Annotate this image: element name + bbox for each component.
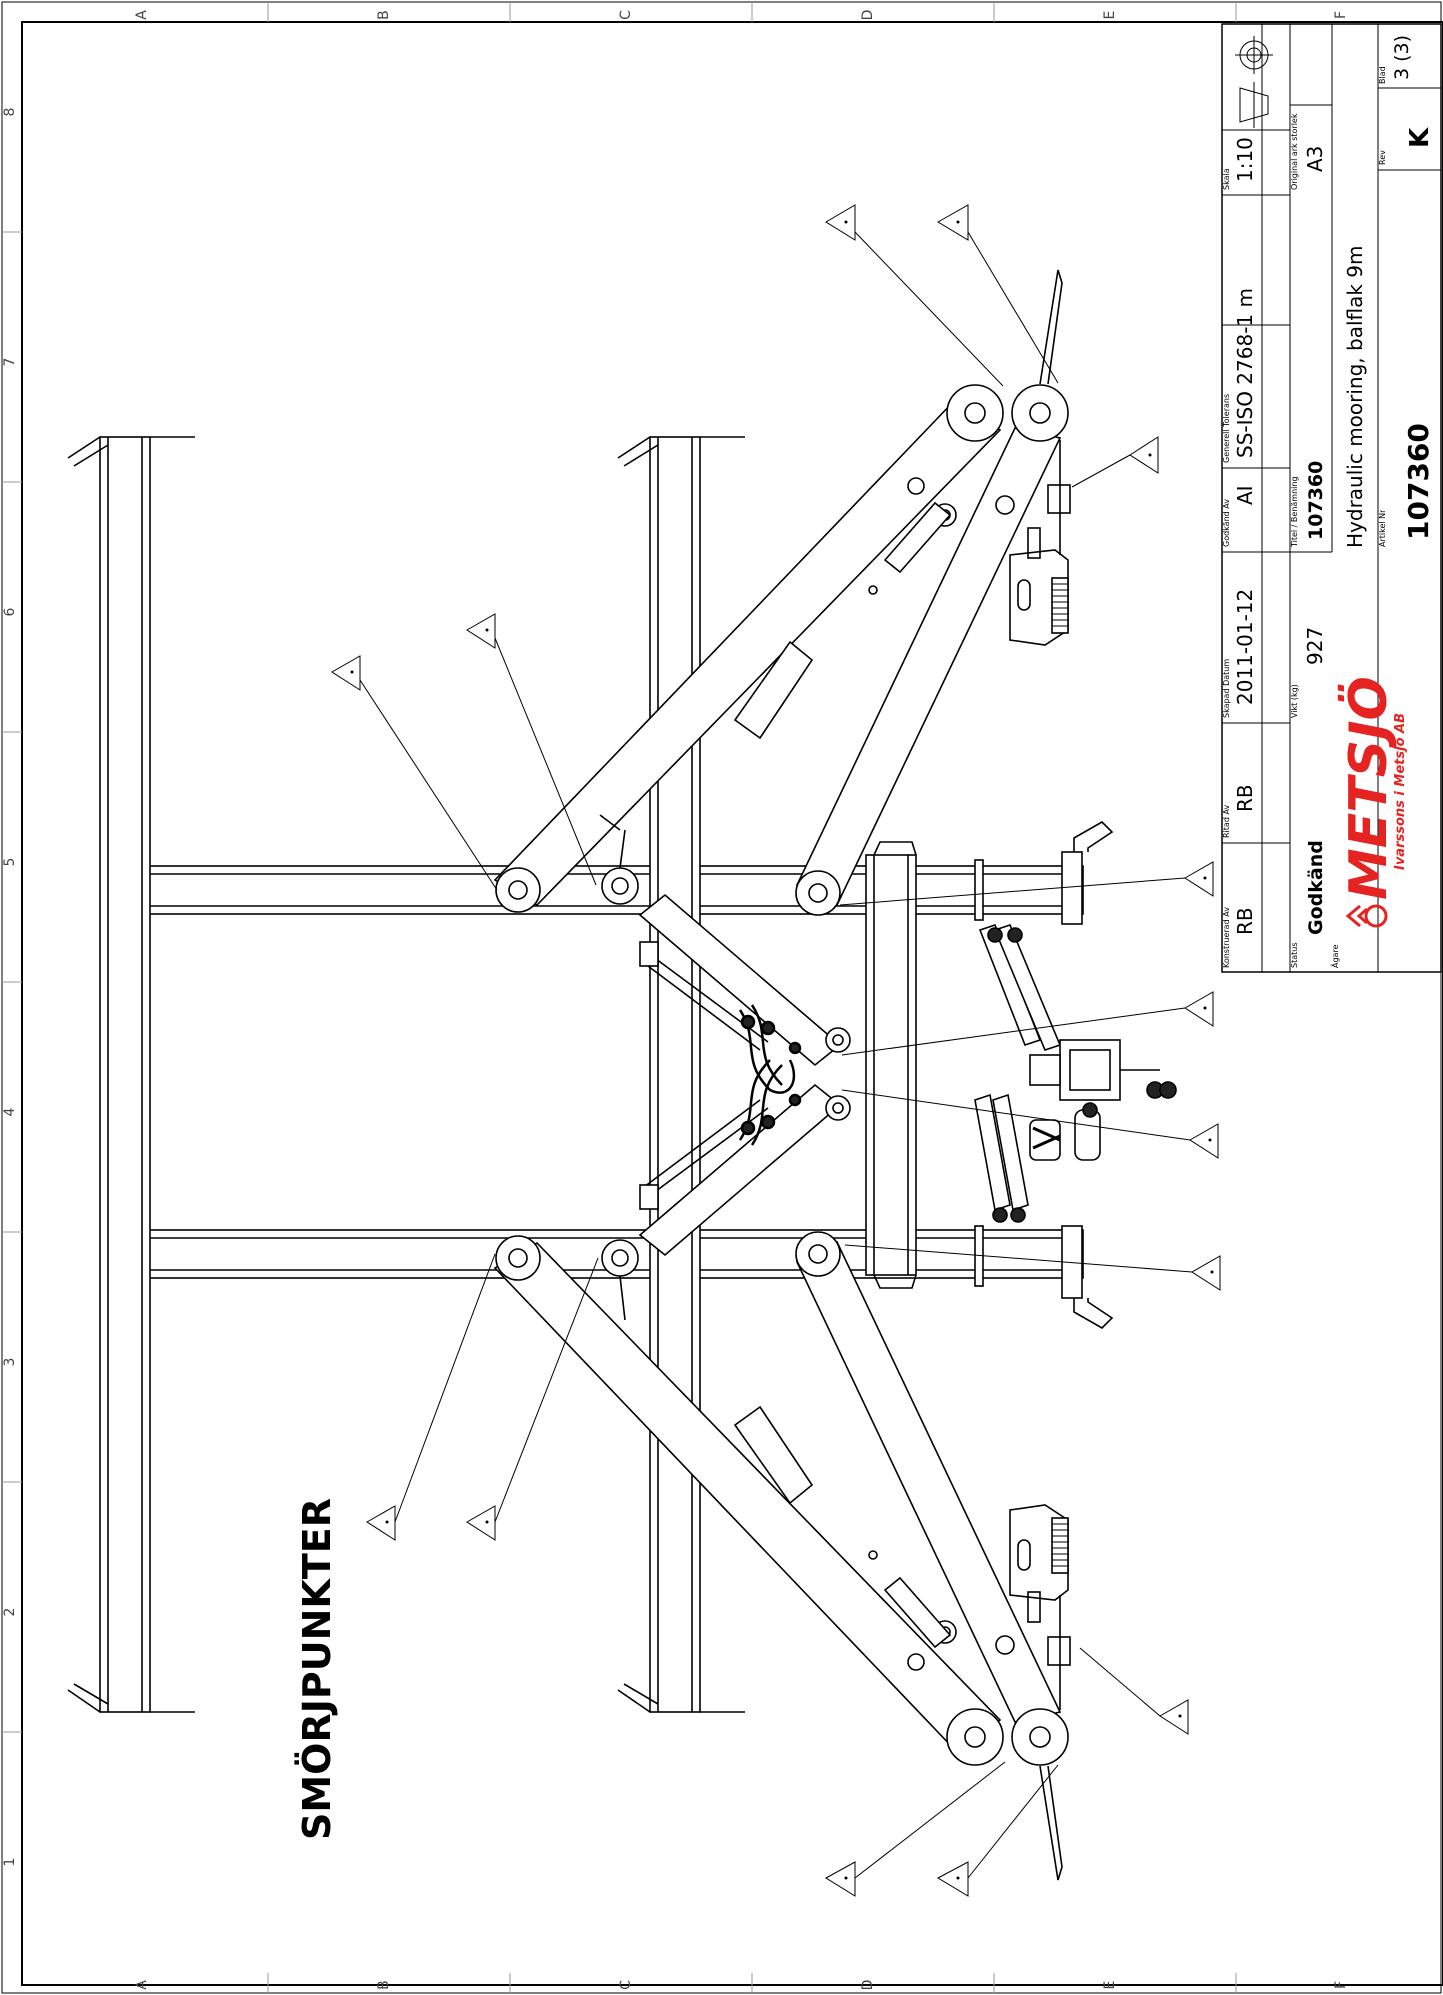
konstruerad-av-value: RB: [1233, 907, 1257, 935]
grid-letters-bottom: A B C D E F: [134, 1980, 1349, 1991]
lubrication-point-marker: [366, 1505, 396, 1541]
grid-letters-top: A B C D E F: [134, 10, 1349, 21]
sheet-inner-border: [21, 21, 1443, 1986]
grid-letter: A: [134, 10, 150, 20]
grid-letter: C: [618, 10, 634, 20]
vikt-value: 927: [1303, 627, 1327, 665]
lubrication-point-marker: [466, 1505, 496, 1541]
sheet-title: SMÖRJPUNKTER: [295, 1498, 339, 1840]
lubrication-point-marker: [1129, 436, 1159, 474]
cross-beam-left: [67, 436, 195, 1713]
grid-number: 2: [2, 1608, 18, 1617]
grid-number: 1: [2, 1858, 18, 1867]
lubrication-point-marker: [331, 655, 361, 691]
lubrication-point-marker: [937, 204, 969, 241]
ritad-av-label: Ritad Av: [1222, 805, 1231, 838]
grid-number: 7: [2, 358, 18, 367]
blad-value: 3 (3): [1391, 35, 1413, 80]
lower-arm-outer: [493, 1235, 1004, 1766]
konstruerad-av-label: Konstruerad Av: [1222, 907, 1231, 968]
upper-arm-inner: [601, 384, 1069, 916]
lubrication-point-marker: [1159, 1699, 1189, 1735]
grid-number: 3: [2, 1358, 18, 1367]
grid-letter: E: [1102, 1981, 1118, 1990]
artikel-label: Artikel Nr: [1378, 509, 1387, 547]
lubrication-point-marker: [1184, 861, 1214, 897]
skala-value: 1:10: [1233, 137, 1257, 182]
skapad-datum-label: Skapad Datum: [1222, 659, 1231, 718]
grid-letter: F: [1333, 1981, 1349, 1989]
projection-symbol-icon: [1235, 36, 1273, 128]
status-value: Godkänd: [1305, 840, 1327, 935]
lower-arm-inner: [601, 1231, 1069, 1766]
lubrication-point-marker: [825, 1861, 856, 1897]
status-label: Status: [1290, 943, 1299, 969]
lubrication-point-marker: [936, 1861, 969, 1897]
tolerans-label: Generell Tolerans: [1222, 394, 1231, 463]
lubrication-point-marker: [466, 613, 496, 649]
grid-letter: B: [376, 10, 392, 20]
original-value: A3: [1303, 146, 1327, 172]
grid-numbers-left: 8 7 6 5 4 3 2 1: [2, 108, 18, 1867]
grid-ticks: [2, 2, 1237, 1993]
godkand-av-label: Godkänd Av: [1222, 499, 1231, 547]
logo-subtext: Ivarssons i Metsjö AB: [1393, 713, 1408, 870]
lower-spring-bracket: [1009, 1504, 1071, 1881]
ritad-av-value: RB: [1233, 784, 1257, 812]
grid-number: 5: [2, 858, 18, 867]
grid-letter: D: [860, 10, 876, 21]
grid-letter: E: [1102, 11, 1118, 20]
grid-number: 4: [2, 1107, 18, 1116]
original-label: Original ark storlek: [1290, 113, 1299, 190]
drawbar-frame: [865, 821, 1114, 1329]
lubrication-point-marker: [1189, 1123, 1219, 1159]
lubrication-point-marker: [1191, 1255, 1221, 1291]
grid-number: 8: [2, 108, 18, 117]
grid-letter: A: [134, 1980, 150, 1990]
upper-arm-outer: [493, 384, 1004, 913]
grid-number: 6: [2, 607, 18, 616]
grid-letter: D: [860, 1980, 876, 1991]
titel-nr: 107360: [1305, 461, 1327, 540]
logo-text: METSJÖ: [1337, 676, 1399, 900]
lubrication-callouts: [331, 204, 1221, 1897]
skala-label: Skala: [1222, 168, 1231, 190]
logo-tree-icon: [1345, 904, 1388, 928]
valve-assembly: [974, 924, 1177, 1223]
skapad-datum-value: 2011-01-12: [1233, 589, 1257, 705]
company-logo: METSJÖ Ivarssons i Metsjö AB: [1337, 676, 1408, 928]
benamning-value: Hydraulic mooring, balflak 9m: [1343, 245, 1367, 548]
upper-spring-bracket: [1009, 269, 1071, 646]
title-block: Konstruerad Av RB Ritad Av RB Skapad Dat…: [1221, 23, 1442, 973]
blad-label: Blad: [1378, 66, 1387, 84]
godkand-av-value: AI: [1233, 485, 1257, 505]
mechanical-drawing: [67, 269, 1177, 1881]
cross-beam-middle: [617, 436, 745, 1713]
hydraulic-hoses: [738, 1004, 802, 1146]
grid-letter: C: [618, 1980, 634, 1990]
agare-label: Ägare: [1330, 944, 1340, 968]
tolerans-value: SS-ISO 2768-1 m: [1233, 288, 1257, 458]
lubrication-point-marker: [825, 204, 856, 241]
rev-value: K: [1405, 127, 1435, 148]
titel-label: Titel / Benämning: [1290, 476, 1299, 548]
vikt-label: Vikt (kg): [1290, 684, 1299, 718]
lubrication-point-marker: [1184, 991, 1214, 1027]
grid-letter: F: [1333, 11, 1349, 19]
grid-letter: B: [376, 1980, 392, 1990]
rev-label: Rev: [1378, 150, 1387, 165]
artikel-value: 107360: [1402, 423, 1435, 540]
